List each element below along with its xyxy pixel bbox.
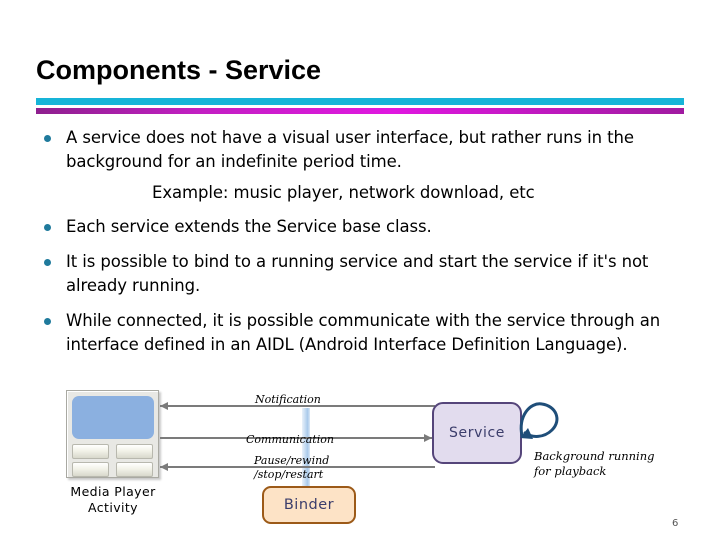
- self-loop-note-line2: for playback: [534, 464, 607, 478]
- list-item: Each service extends the Service base cl…: [36, 215, 696, 239]
- media-player-button: [72, 462, 109, 477]
- list-item: It is possible to bind to a running serv…: [36, 250, 696, 298]
- self-loop-note: Background running for playback: [534, 449, 655, 479]
- bullet-text: Each service extends the Service base cl…: [66, 217, 432, 236]
- title-rule-magenta: [36, 108, 684, 114]
- bullet-text: It is possible to bind to a running serv…: [66, 252, 649, 295]
- title-rule-cyan: [36, 98, 684, 105]
- arrowhead-right-icon: [424, 434, 432, 442]
- service-node: Service: [432, 402, 522, 464]
- media-player-device-icon: [66, 390, 159, 478]
- edge-label-pause-line2: /stop/restart: [254, 468, 324, 481]
- media-player-caption-line1: Media Player: [70, 484, 156, 499]
- service-label: Service: [449, 425, 505, 441]
- edge-label-communication: Communication: [246, 433, 334, 446]
- list-item: While connected, it is possible communic…: [36, 309, 696, 357]
- media-player-screen: [72, 396, 154, 439]
- list-item: A service does not have a visual user in…: [36, 126, 696, 174]
- media-player-button: [116, 444, 153, 459]
- self-loop-arrow-icon: [519, 402, 559, 439]
- bullet-dot-icon: [44, 224, 51, 231]
- edge-line-pause-rewind: [160, 466, 435, 468]
- arrowhead-left-icon: [160, 463, 168, 471]
- bullet-dot-icon: [44, 135, 51, 142]
- binder-node: Binder: [262, 486, 356, 524]
- edge-line-notification: [160, 405, 435, 407]
- bullet-list: A service does not have a visual user in…: [36, 126, 696, 363]
- media-player-button: [72, 444, 109, 459]
- bullet-text: While connected, it is possible communic…: [66, 311, 661, 354]
- page-title: Components - Service: [36, 55, 322, 85]
- media-player-caption-line2: Activity: [88, 500, 138, 515]
- page-number: 6: [672, 518, 679, 529]
- edge-label-pause-line1: Pause/rewind: [254, 454, 330, 467]
- edge-line-communication: [160, 437, 435, 439]
- bullet-text: A service does not have a visual user in…: [66, 128, 634, 171]
- binder-channel-bar: [302, 408, 310, 490]
- example-sub-line: Example: music player, network download,…: [152, 183, 535, 202]
- binder-label: Binder: [283, 497, 335, 513]
- self-loop-note-line1: Background running: [534, 449, 655, 463]
- bullet-dot-icon: [44, 259, 51, 266]
- media-player-button: [116, 462, 153, 477]
- bullet-dot-icon: [44, 318, 51, 325]
- arrowhead-left-icon: [160, 402, 168, 410]
- media-player-caption: Media Player Activity: [48, 484, 178, 516]
- edge-label-notification: Notification: [255, 393, 321, 406]
